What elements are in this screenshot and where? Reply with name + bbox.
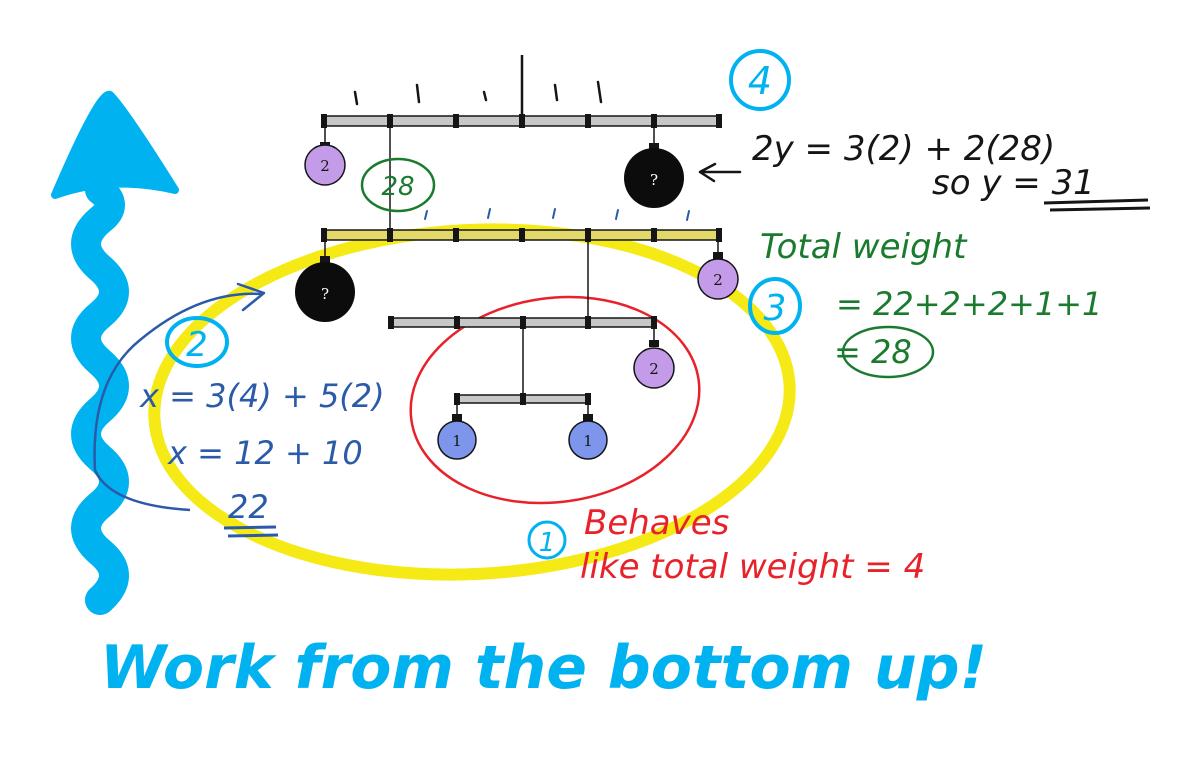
svg-text:2y = 3(2) + 2(28): 2y = 3(2) + 2(28) [752,129,1055,169]
step-3-annotation: 3 Total weight = 22+2+2+1+1 = 28 [748,227,1102,379]
svg-text:= 28: = 28 [834,333,912,371]
middle-beam-ticks [424,208,690,221]
svg-text:Behaves: Behaves [584,503,729,543]
step-2-annotation: 2 x = 3(4) + 5(2) x = 12 + 10 22 [93,282,385,538]
bottom-beam [454,393,591,405]
svg-text:22: 22 [228,488,269,526]
weight-top-left: 2 [304,142,346,186]
svg-text:28: 28 [381,172,414,202]
svg-text:1: 1 [452,432,462,450]
svg-text:?: ? [321,285,329,303]
svg-text:1: 1 [583,432,593,450]
svg-text:2: 2 [320,157,330,175]
footer-caption: Work from the bottom up! [100,633,987,703]
svg-text:1: 1 [539,528,556,558]
weight-lower-right: 2 [633,340,675,389]
svg-text:= 22+2+2+1+1: = 22+2+2+1+1 [836,285,1102,323]
step-4-annotation: 4 2y = 3(2) + 2(28) so y = 31 [698,49,1151,212]
bottom-up-arrow-icon [51,90,179,615]
top-beam [321,114,722,128]
svg-text:x = 3(4) + 5(2): x = 3(4) + 5(2) [139,377,385,415]
weight-bottom-left: 1 [437,414,477,460]
weight-28-bubble: 28 [360,157,436,213]
weight-bottom-right: 1 [568,414,608,460]
svg-text:2: 2 [713,271,723,289]
weight-top-right-unknown: ? [624,143,684,208]
svg-text:so y = 31: so y = 31 [932,163,1095,203]
weight-mid-right: 2 [697,252,739,300]
step-1-annotation: 1 Behaves like total weight = 4 [527,503,925,587]
svg-text:3: 3 [764,288,787,329]
svg-text:Total weight: Total weight [760,227,968,267]
weight-mid-left-unknown: ? [295,256,355,322]
svg-text:?: ? [650,171,658,189]
svg-text:4: 4 [748,59,772,103]
svg-text:2: 2 [186,325,208,365]
svg-text:x = 12 + 10: x = 12 + 10 [167,434,363,472]
red-circle [409,295,701,505]
svg-text:like total weight = 4: like total weight = 4 [580,547,925,587]
svg-text:2: 2 [649,360,659,378]
middle-beam [321,228,722,242]
top-beam-ticks [353,80,603,106]
